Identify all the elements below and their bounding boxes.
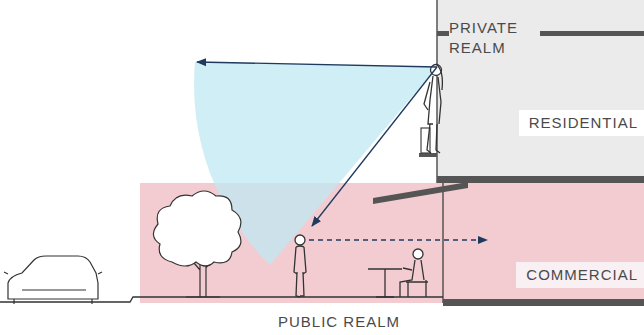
residential-floor	[437, 0, 644, 183]
facade-line	[442, 183, 444, 303]
floor-label: COMMERCIAL	[516, 262, 644, 288]
balcony-slab	[419, 153, 437, 157]
view-arrow-dashed	[309, 239, 487, 240]
pedestrian-figure	[294, 235, 306, 297]
awning	[373, 182, 468, 204]
realm-label: PRIVATE REALM	[449, 18, 518, 58]
public-realm-band: COMMERCIALPUBLIC REALM	[140, 183, 644, 303]
realm-label: PUBLIC REALM	[278, 312, 400, 332]
public-commercial-band	[140, 183, 644, 303]
residential-floor: PRIVATE REALM RESIDENTIAL	[437, 0, 644, 183]
car	[4, 256, 102, 304]
floor-slab	[437, 176, 644, 183]
window-bar	[540, 31, 644, 36]
window-bar	[437, 31, 449, 36]
resident-figure	[424, 64, 442, 153]
street-tree	[153, 191, 240, 297]
view-arrow	[197, 62, 437, 67]
view-arrow	[312, 67, 437, 226]
cafe-seating	[368, 249, 428, 297]
floor-label: RESIDENTIAL	[519, 110, 644, 136]
floor-slab	[443, 299, 644, 306]
